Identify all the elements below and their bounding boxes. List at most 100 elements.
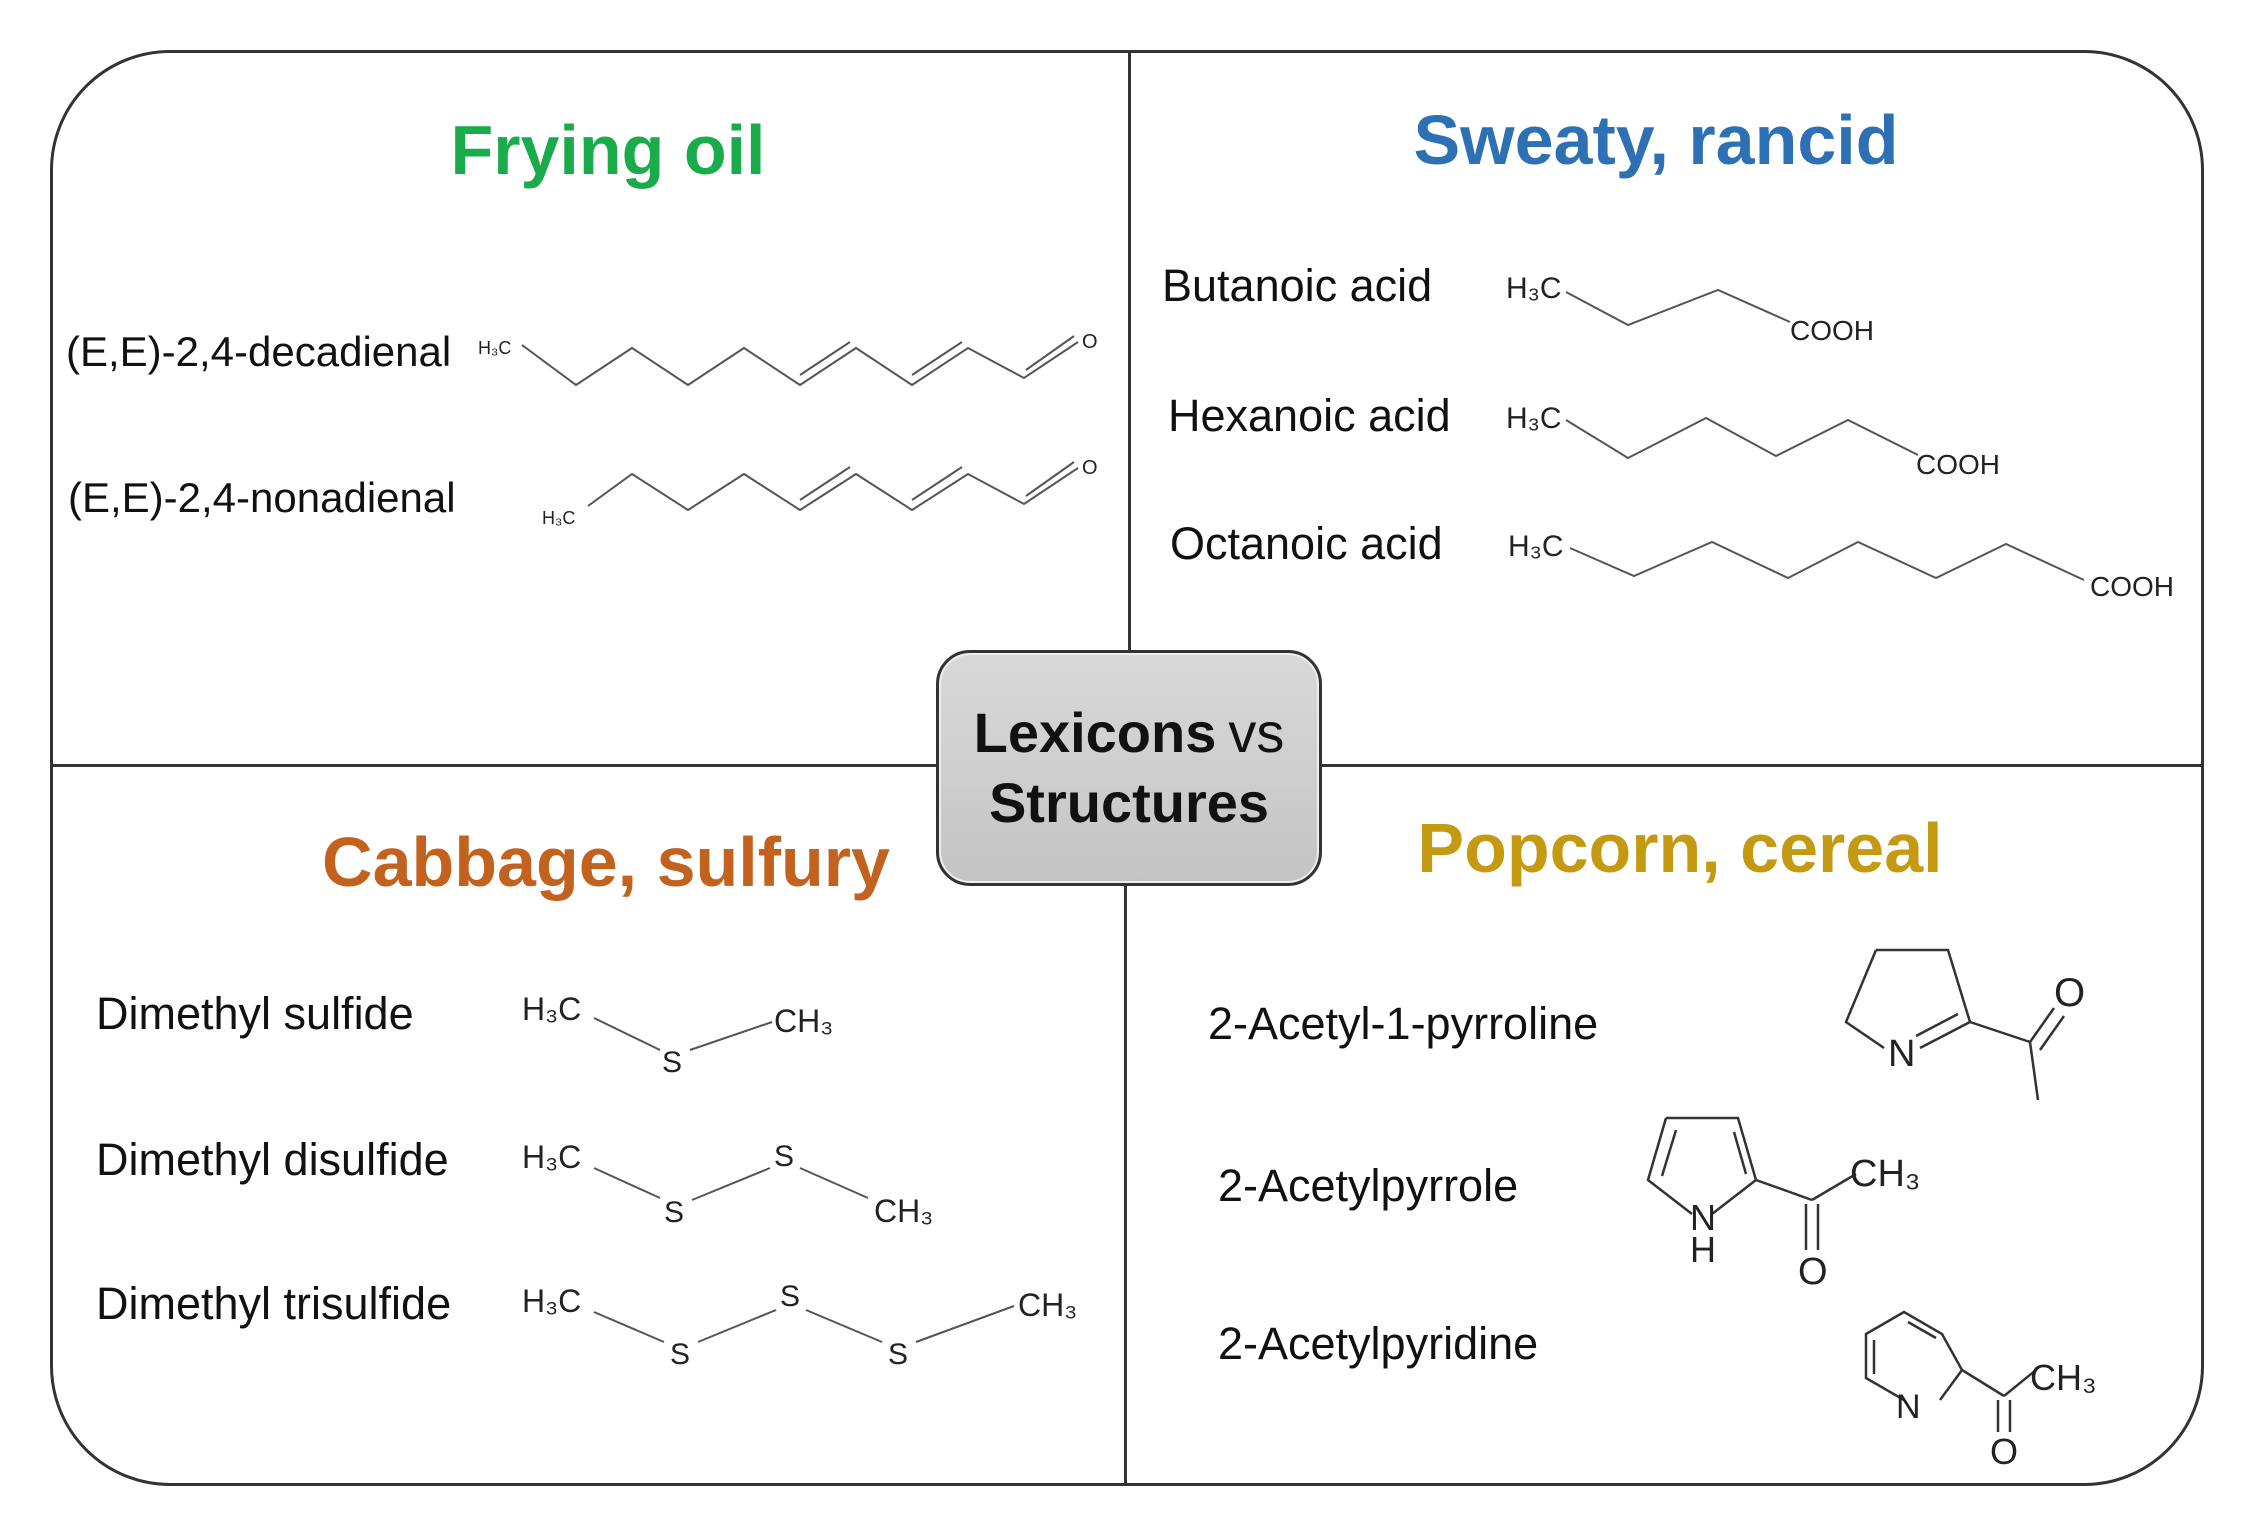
compound-label-acetyl-pyrroline: 2-Acetyl-1-pyrroline (1208, 998, 1599, 1049)
atom-ch3-pyridine: CH₃ (2030, 1357, 2097, 1398)
atom-s-dms: S (662, 1046, 682, 1079)
structure-hexanoic-acid: H₃C COOH (1506, 402, 2000, 480)
bond-3-dmds (799, 1167, 869, 1199)
divider-vertical-top (1128, 50, 1131, 770)
ring-bond-cn-pyrroline (1919, 1020, 1971, 1050)
atom-ch3-dmts: CH₃ (1018, 1287, 1077, 1323)
atom-s3-dmts: S (888, 1338, 908, 1371)
bond-2-dmds (691, 1167, 771, 1201)
ring-bonds-right-pyrrole (1666, 1116, 1758, 1215)
bond-1-dms (593, 1017, 661, 1051)
center-line-2: Structures (989, 768, 1269, 838)
atom-s2-dmds: S (774, 1140, 794, 1173)
structure-acetylpyridine: N CH₃ O (1864, 1310, 2097, 1472)
structure-decadienal: H₃C O (478, 331, 1098, 387)
quadrant-title-cabbage-sulfury: Cabbage, sulfury (322, 823, 890, 901)
ring-bonds-left-pyrrole (1646, 1117, 1693, 1215)
center-vs: vs (1228, 701, 1285, 764)
divider-vertical-bottom (1124, 880, 1127, 1486)
atom-h3c-dmts: H₃C (522, 1283, 581, 1319)
bond-chain-decadienal (521, 341, 1079, 387)
atom-ch3-pyrrole: CH₃ (1850, 1153, 1920, 1195)
double-bond-co-decadienal (1025, 335, 1075, 371)
atom-ch3-dms: CH₃ (774, 1003, 833, 1039)
double-bond-2-nonadienal (911, 466, 963, 501)
atom-h3c-decadienal: H₃C (478, 338, 511, 358)
bond-acetyl-pyrroline (1969, 1020, 2031, 1044)
structure-acetylpyrrole: N H CH₃ O (1646, 1116, 1920, 1293)
compound-label-butanoic-acid: Butanoic acid (1162, 260, 1433, 311)
ring-bonds-top-pyrroline (1876, 948, 1972, 1023)
bond-methyl-pyridine (2003, 1369, 2037, 1397)
double-bond-co-nonadienal (1025, 461, 1075, 497)
bond-acetyl-pyridine (1961, 1368, 2005, 1398)
center-lexicons: Lexicons (973, 701, 1217, 764)
bond-3-dmts (805, 1309, 883, 1343)
quadrant-title-popcorn-cereal: Popcorn, cereal (1417, 809, 1943, 887)
bond-2-dmts (697, 1309, 777, 1343)
compound-label-dimethyl-trisulfide: Dimethyl trisulfide (96, 1278, 452, 1329)
atom-h3c-butanoic: H₃C (1506, 272, 1562, 305)
atom-h3c-hexanoic: H₃C (1506, 402, 1562, 435)
atom-cooh-octanoic: COOH (2090, 571, 2174, 602)
structure-dimethyl-sulfide: H₃C S CH₃ (522, 991, 833, 1079)
ring-double-bond-right-pyrrole (1732, 1131, 1748, 1175)
double-bond-1-nonadienal (799, 466, 851, 501)
atom-o-decadienal: O (1082, 331, 1098, 353)
atom-o-pyrroline: O (2054, 971, 2085, 1015)
atom-n-pyrroline: N (1888, 1033, 1915, 1075)
quadrant-title-sweaty-rancid: Sweaty, rancid (1413, 101, 1899, 179)
ring-double-bond-left-pyrrole (1660, 1129, 1678, 1177)
bond-1-dmds (593, 1167, 661, 1199)
bond-acetyl-pyrrole (1755, 1178, 1813, 1202)
bond-co-2-pyrroline (2038, 1015, 2066, 1051)
compound-label-acetylpyrrole: 2-Acetylpyrrole (1218, 1160, 1519, 1211)
bond-chain-octanoic (1569, 540, 2085, 581)
atom-h3c-octanoic: H₃C (1508, 530, 1564, 563)
atom-h3c-dms: H₃C (522, 991, 581, 1027)
bond-chain-nonadienal (587, 467, 1079, 512)
atom-s1-dmds: S (664, 1196, 684, 1229)
quadrant-title-frying-oil: Frying oil (450, 111, 766, 189)
center-structures: Structures (988, 771, 1270, 834)
atom-ch3-dmds: CH₃ (874, 1193, 933, 1229)
compound-label-dimethyl-sulfide: Dimethyl sulfide (96, 988, 414, 1039)
bond-methyl-pyrroline (2028, 1041, 2040, 1101)
atom-h-pyrrole: H (1690, 1229, 1716, 1270)
ring-double-bond-2-pyridine (1907, 1320, 1937, 1340)
atom-o-pyrrole: O (1798, 1251, 1828, 1293)
divider-horizontal-right (1320, 764, 2204, 767)
structure-butanoic-acid: H₃C COOH (1506, 272, 1874, 346)
atom-o-pyridine: O (1990, 1431, 2018, 1472)
compound-label-dimethyl-disulfide: Dimethyl disulfide (96, 1134, 449, 1185)
atom-s1-dmts: S (670, 1338, 690, 1371)
ring-double-bond-cn-pyrroline (1915, 1012, 1959, 1038)
compound-label-decadienal: (E,E)-2,4-decadienal (66, 328, 452, 375)
structure-nonadienal: H₃C O (542, 457, 1098, 528)
bond-2-dms (689, 1021, 773, 1051)
atom-n-pyrrole: N (1690, 1197, 1716, 1238)
atom-h3c-dmds: H₃C (522, 1139, 581, 1175)
bond-co-1-pyrroline (2028, 1007, 2056, 1043)
bond-methyl-pyrrole (1811, 1172, 1857, 1202)
bond-chain-butanoic (1565, 288, 1791, 327)
structure-acetyl-pyrroline: N O (1844, 948, 2085, 1101)
structure-dimethyl-disulfide: H₃C S S CH₃ (522, 1139, 933, 1229)
structure-dimethyl-trisulfide: H₃C S S S CH₃ (522, 1280, 1077, 1371)
compound-label-octanoic-acid: Octanoic acid (1170, 518, 1443, 569)
atom-s2-dmts: S (780, 1280, 800, 1313)
atom-h3c-nonadienal: H₃C (542, 508, 575, 528)
bond-1-dmts (593, 1311, 665, 1343)
bond-chain-hexanoic (1565, 416, 1919, 460)
compound-label-hexanoic-acid: Hexanoic acid (1168, 390, 1451, 441)
atom-cooh-hexanoic: COOH (1916, 449, 2000, 480)
atom-n-pyridine: N (1896, 1388, 1921, 1426)
compound-label-acetylpyridine: 2-Acetylpyridine (1218, 1318, 1539, 1369)
structure-octanoic-acid: H₃C COOH (1508, 530, 2174, 602)
double-bond-2-decadienal (911, 341, 963, 376)
outer-frame (50, 50, 2204, 1486)
